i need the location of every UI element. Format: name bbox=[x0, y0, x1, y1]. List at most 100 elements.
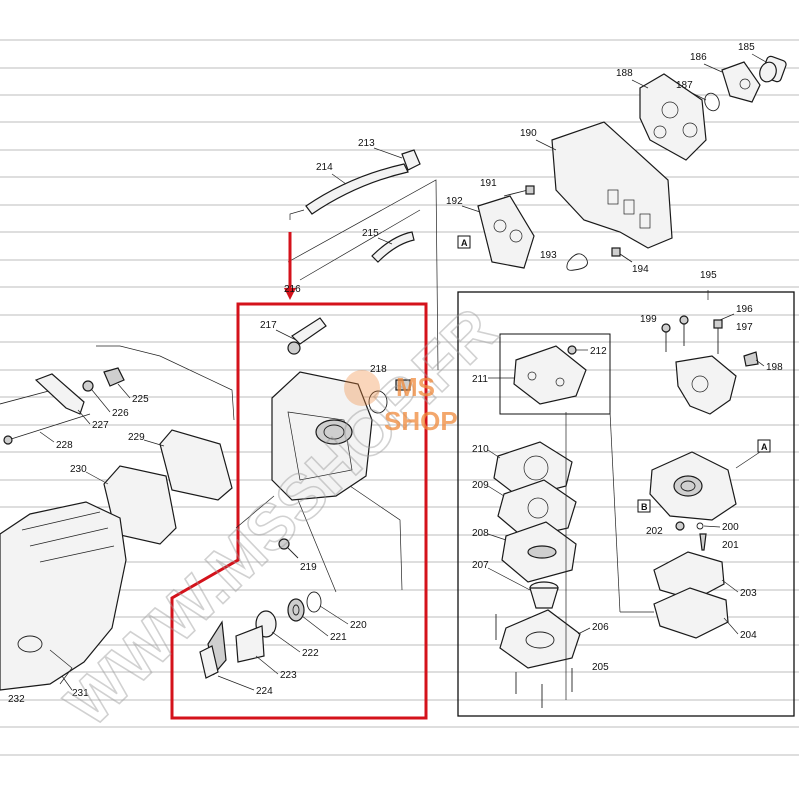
part-194-screw bbox=[611, 247, 633, 263]
part-193-tie bbox=[566, 253, 588, 271]
label-220: 220 bbox=[350, 620, 367, 631]
part-218-spring bbox=[368, 379, 411, 414]
part-207-filter-cup bbox=[529, 581, 559, 609]
ref-tag-b-label: B bbox=[641, 502, 648, 512]
label-204: 204 bbox=[740, 630, 757, 641]
label-194: 194 bbox=[632, 264, 649, 275]
label-198: 198 bbox=[766, 362, 783, 373]
ref-tag-a-label: A bbox=[461, 238, 468, 248]
carburetor-group bbox=[457, 290, 795, 717]
fuel-hose-group bbox=[287, 149, 439, 371]
label-224: 224 bbox=[256, 686, 273, 697]
part-190-heat-shield bbox=[551, 121, 673, 249]
label-208: 208 bbox=[472, 528, 489, 539]
part-226-washer bbox=[82, 380, 94, 392]
part-191-screw bbox=[503, 185, 535, 197]
label-230: 230 bbox=[70, 464, 87, 475]
watermark-logo-line1: MS bbox=[396, 372, 435, 402]
part-196-screw bbox=[679, 315, 689, 346]
label-213: 213 bbox=[358, 138, 375, 149]
part-200-oring bbox=[696, 522, 704, 530]
label-211: 211 bbox=[472, 374, 488, 385]
label-207: 207 bbox=[472, 560, 489, 571]
part-211-pump-cover bbox=[513, 345, 587, 405]
label-199: 199 bbox=[640, 314, 657, 325]
ref-tag-a-label: A bbox=[761, 442, 768, 452]
label-195: 195 bbox=[700, 270, 717, 281]
air-filter-assembly bbox=[199, 317, 411, 679]
engine-cover-group bbox=[0, 345, 235, 691]
label-215: 215 bbox=[362, 228, 379, 239]
label-206: 206 bbox=[592, 622, 609, 633]
label-212: 212 bbox=[590, 346, 607, 357]
label-217: 217 bbox=[260, 320, 277, 331]
label-197: 197 bbox=[736, 322, 753, 333]
label-186: 186 bbox=[690, 52, 707, 63]
part-204-diaphragm bbox=[653, 587, 729, 639]
label-218: 218 bbox=[370, 364, 387, 375]
reference-tag-a-right: A bbox=[757, 439, 771, 453]
part-186-plate bbox=[721, 61, 761, 103]
part-227-bracket bbox=[34, 373, 85, 415]
part-206-cover-plate bbox=[499, 609, 581, 669]
part-213-clip bbox=[401, 149, 421, 171]
part-219-screw bbox=[278, 538, 299, 559]
part-201-needle bbox=[699, 533, 707, 551]
part-185-bushing bbox=[759, 55, 787, 83]
label-226: 226 bbox=[112, 408, 129, 419]
part-229-screen bbox=[159, 429, 233, 501]
reference-tag-a-left: A bbox=[457, 235, 471, 249]
intake-insulator-group bbox=[477, 55, 787, 271]
label-221: 221 bbox=[330, 632, 347, 643]
part-221-nut bbox=[287, 598, 305, 622]
label-216: 216 bbox=[284, 284, 301, 295]
part-220-oring bbox=[306, 591, 322, 613]
label-231: 231 bbox=[72, 688, 89, 699]
part-197-screw bbox=[713, 319, 723, 354]
label-188: 188 bbox=[616, 68, 633, 79]
air-filter-callout bbox=[170, 232, 428, 720]
label-222: 222 bbox=[302, 648, 319, 659]
part-203-gasket bbox=[653, 551, 725, 601]
label-210: 210 bbox=[472, 444, 489, 455]
label-232: 232 bbox=[8, 694, 25, 705]
part-192-gasket bbox=[477, 195, 535, 269]
label-228: 228 bbox=[56, 440, 73, 451]
part-205-screws bbox=[495, 614, 573, 708]
label-192: 192 bbox=[446, 196, 463, 207]
part-215-hose bbox=[371, 231, 415, 263]
carburetor-frame bbox=[457, 291, 795, 717]
label-214: 214 bbox=[316, 162, 333, 173]
label-193: 193 bbox=[540, 250, 557, 261]
watermark-logo-line2: SHOP bbox=[384, 406, 458, 436]
label-223: 223 bbox=[280, 670, 297, 681]
label-227: 227 bbox=[92, 420, 109, 431]
label-219: 219 bbox=[300, 562, 317, 573]
label-225: 225 bbox=[132, 394, 149, 405]
part-202-plug bbox=[675, 521, 685, 531]
watermark-logo: MS SHOP bbox=[344, 370, 458, 436]
part-187-oring bbox=[704, 92, 720, 112]
part-214-hose bbox=[305, 163, 409, 215]
part-212-ball bbox=[567, 345, 577, 355]
label-187: 187 bbox=[676, 80, 693, 91]
part-198-throttle-body bbox=[675, 355, 737, 415]
part-223-filter-element bbox=[235, 625, 265, 663]
label-209: 209 bbox=[472, 480, 489, 491]
label-201: 201 bbox=[722, 540, 739, 551]
label-200: 200 bbox=[722, 522, 739, 533]
label-196: 196 bbox=[736, 304, 753, 315]
part-199-screw bbox=[661, 323, 671, 352]
label-190: 190 bbox=[520, 128, 537, 139]
part-217-choke-lever bbox=[287, 317, 327, 355]
part-231-engine-cover bbox=[0, 501, 127, 691]
part-number-labels: 185 186 187 188 190 191 192 193 194 195 … bbox=[8, 42, 783, 705]
label-229: 229 bbox=[128, 432, 145, 443]
label-203: 203 bbox=[740, 588, 757, 599]
part-225-nut bbox=[103, 367, 125, 387]
part-188-manifold bbox=[639, 73, 707, 161]
reference-tag-b: B bbox=[637, 499, 651, 513]
label-191: 191 bbox=[480, 178, 497, 189]
label-202: 202 bbox=[646, 526, 663, 537]
